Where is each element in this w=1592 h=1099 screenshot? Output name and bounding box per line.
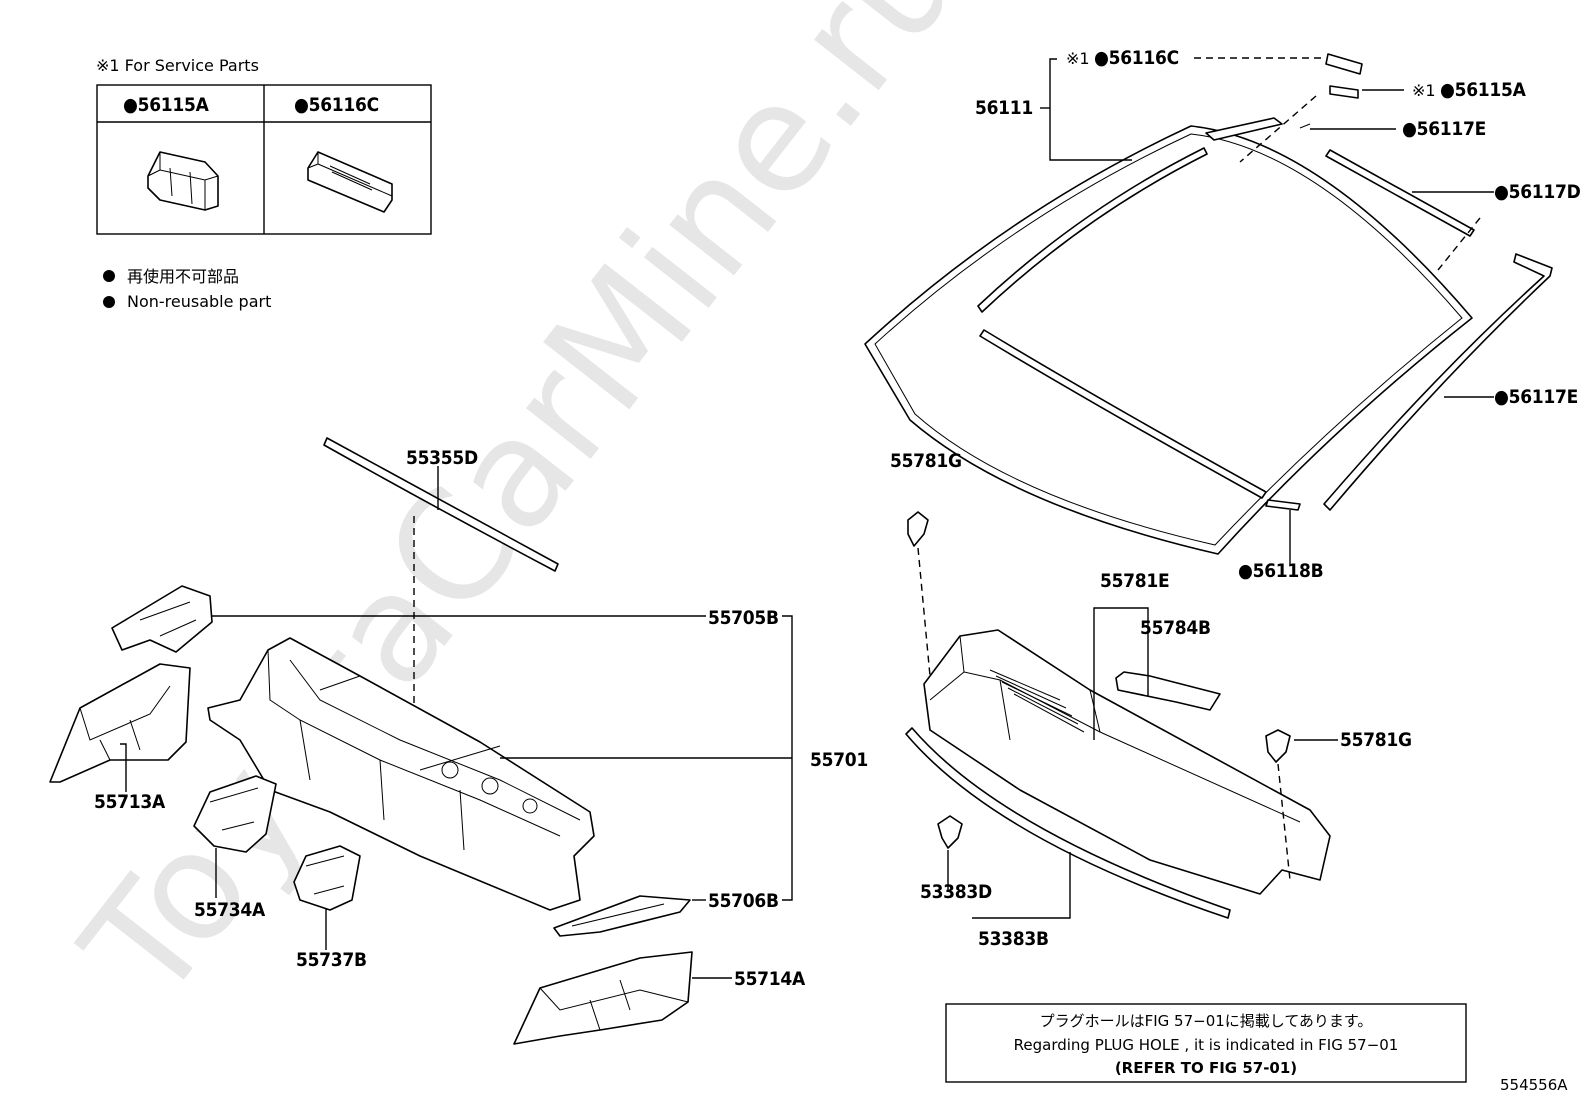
table-col-56115A: ●56115A — [123, 94, 210, 116]
label-55734A: 55734A — [194, 899, 266, 921]
windshield-callouts — [1040, 57, 1494, 566]
label-56117E-side: ●56117E — [1494, 386, 1578, 408]
cowl-louver-drawing — [905, 511, 1331, 919]
note-line-refer: (REFER TO FIG 57-01) — [1115, 1059, 1297, 1077]
label-56118B: ●56118B — [1238, 560, 1323, 582]
label-55781E: 55781E — [1100, 570, 1169, 592]
note-box: プラグホールはFIG 57−01に掲載してあります。 Regarding PLU… — [945, 1003, 1467, 1083]
label-55714A: 55714A — [734, 968, 806, 990]
seal-55355D-drawing — [323, 437, 559, 726]
figure-id: 554556A — [1500, 1076, 1568, 1094]
label-53383B: 53383B — [978, 928, 1049, 950]
label-56117D: ●56117D — [1494, 181, 1581, 203]
legend-jp: 再使用不可部品 — [127, 267, 239, 286]
cowl-panel-drawing — [49, 585, 693, 1045]
label-56115A: ●56115A — [1440, 79, 1527, 101]
label-55781G-right: 55781G — [1340, 729, 1412, 751]
service-mark-56115A: ※1 — [1412, 81, 1436, 100]
clip-56116C-drawing — [307, 151, 393, 213]
louver-callouts — [947, 607, 1338, 919]
label-55713A: 55713A — [94, 791, 166, 813]
label-55784B: 55784B — [1140, 617, 1211, 639]
label-55706B: 55706B — [708, 890, 779, 912]
label-56117E-top: ●56117E — [1402, 118, 1486, 140]
label-53383D: 53383D — [920, 881, 992, 903]
label-56111: 56111 — [975, 97, 1033, 119]
legend-en: Non-reusable part — [127, 292, 271, 311]
service-mark-56116C: ※1 — [1066, 49, 1090, 68]
label-55355D: 55355D — [406, 447, 478, 469]
label-55737B: 55737B — [296, 949, 367, 971]
windshield-glass-drawing — [864, 95, 1553, 555]
note-line-jp: プラグホールはFIG 57−01に掲載してあります。 — [1040, 1012, 1373, 1030]
label-55705B: 55705B — [708, 607, 779, 629]
note-line-en: Regarding PLUG HOLE , it is indicated in… — [1014, 1036, 1399, 1054]
cowl-callouts — [120, 615, 793, 979]
label-56116C: ●56116C — [1094, 47, 1179, 69]
table-col-56116C: ●56116C — [294, 94, 379, 116]
legend: 再使用不可部品 Non-reusable part — [103, 267, 271, 311]
small-clips-top — [1299, 53, 1363, 129]
service-parts-header: ※1 For Service Parts — [96, 56, 259, 75]
clip-56115A-drawing — [147, 151, 219, 211]
label-55701: 55701 — [810, 749, 868, 771]
label-55781G-left: 55781G — [890, 450, 962, 472]
service-parts-table: ※1 For Service Parts ●56115A ●56116C — [96, 56, 432, 235]
